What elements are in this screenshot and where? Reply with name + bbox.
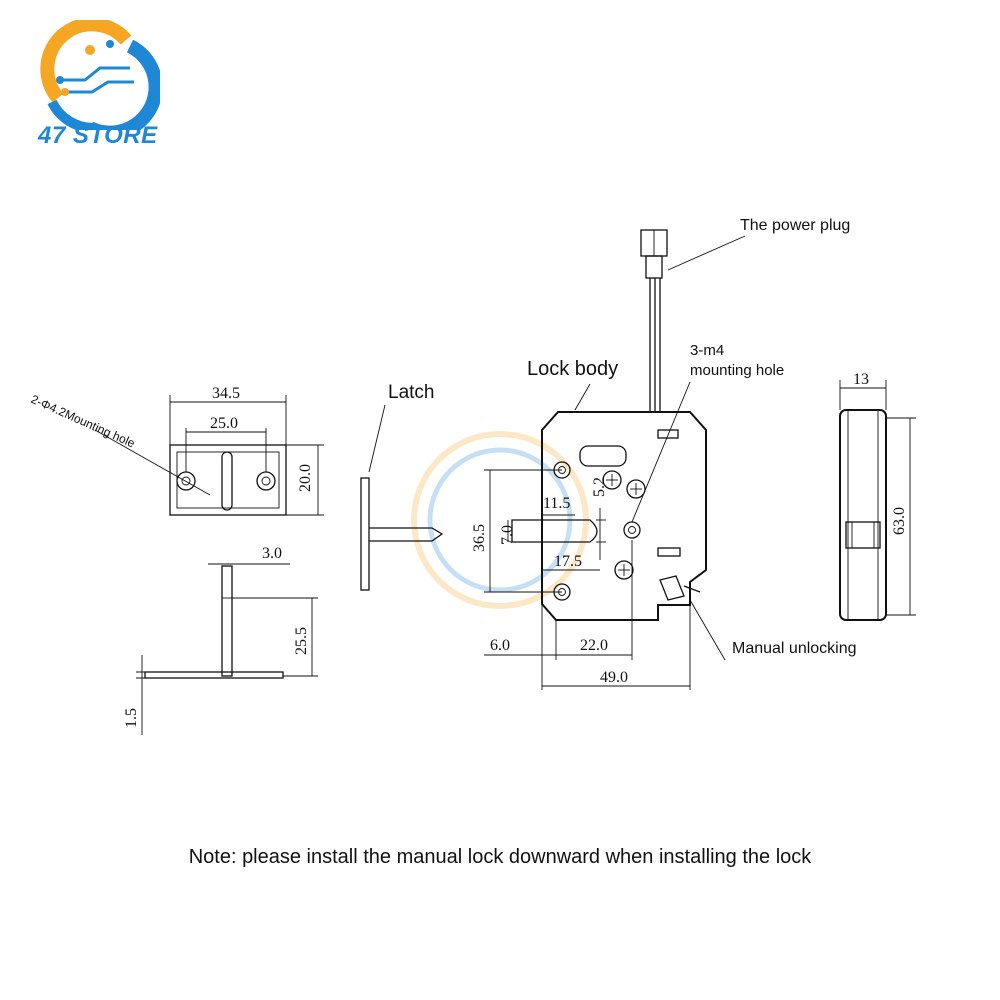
dim-7-0: 7.0 <box>499 525 516 545</box>
dim-34-5: 34.5 <box>212 385 240 402</box>
label-power-plug: The power plug <box>740 217 850 234</box>
lock-body-front-view <box>484 229 746 690</box>
strike-plate-side-view <box>136 563 318 735</box>
dim-13: 13 <box>853 371 869 388</box>
dim-25-0: 25.0 <box>210 415 238 432</box>
brand-name: 47 STORE <box>38 122 158 149</box>
dim-22-0: 22.0 <box>580 637 608 654</box>
dim-1-5: 1.5 <box>123 708 140 728</box>
installation-note: Note: please install the manual lock dow… <box>188 846 812 868</box>
dim-49-0: 49.0 <box>600 669 628 686</box>
dim-3-0: 3.0 <box>262 545 282 562</box>
label-m4-line1: 3-m4 <box>690 342 724 359</box>
dim-6-0: 6.0 <box>490 637 510 654</box>
latch-part <box>360 404 444 591</box>
dim-17-5: 17.5 <box>554 553 582 570</box>
dim-25-5: 25.5 <box>293 627 310 655</box>
strike-plate-top-view <box>94 395 324 516</box>
dim-20-0: 20.0 <box>297 464 314 492</box>
dim-11-5: 11.5 <box>543 495 570 512</box>
dim-63-0: 63.0 <box>891 507 908 535</box>
label-lock-body: Lock body <box>527 358 618 380</box>
dim-36-5: 36.5 <box>471 524 488 552</box>
store-logo <box>30 17 163 160</box>
label-latch: Latch <box>388 382 434 403</box>
label-m4-line2: mounting hole <box>690 362 784 379</box>
label-manual-unlocking: Manual unlocking <box>732 640 857 657</box>
lock-body-side-view <box>839 380 916 621</box>
dim-5-2: 5.2 <box>591 477 608 497</box>
label-phi-mounting-hole: 2-Φ4.2Mounting hole <box>29 392 138 451</box>
